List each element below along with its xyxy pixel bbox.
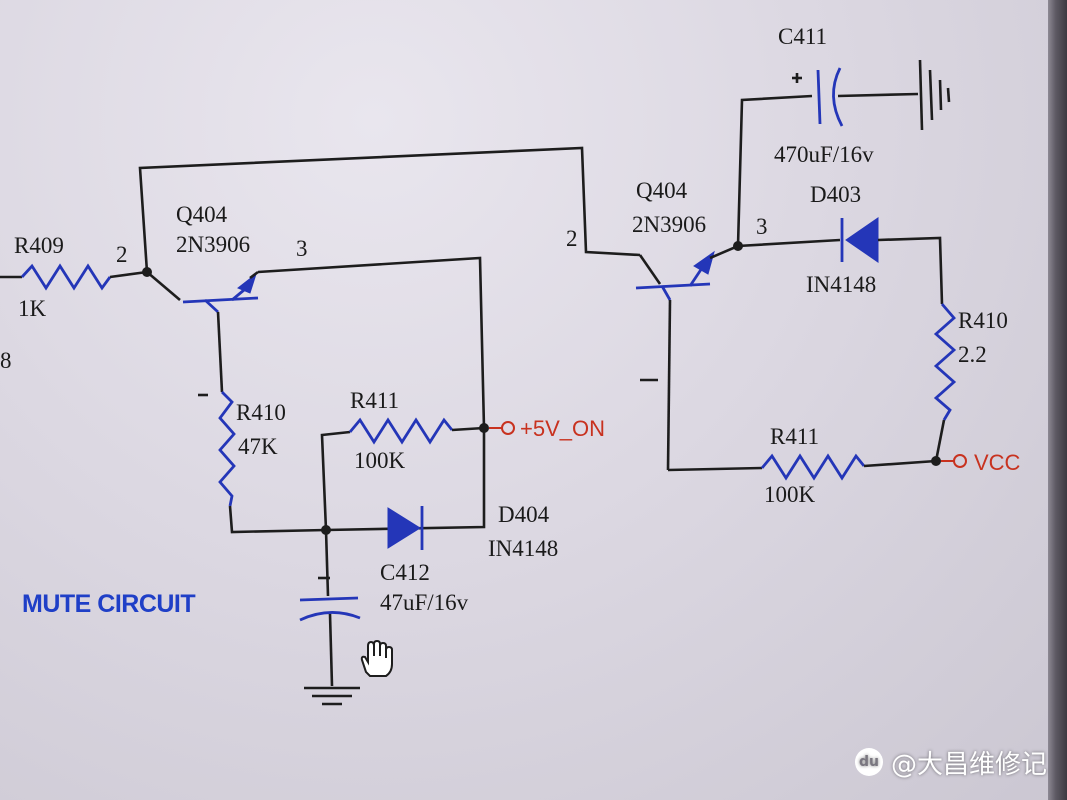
wire-r411-right-out (863, 459, 937, 468)
c411-plate-right (832, 67, 844, 127)
wire-r409-node (109, 270, 148, 279)
wire-c412-ground (328, 613, 334, 687)
ground-right-1 (918, 59, 924, 131)
c412-ref: C412 (380, 560, 430, 585)
ground-right-4 (946, 87, 951, 103)
hand-cursor-icon (360, 639, 393, 677)
q404-right-emitter-lead (660, 285, 672, 301)
r411-right-value: 100K (764, 482, 816, 507)
q404-right-pin-collector: 3 (756, 214, 768, 239)
r410-left-resistor (218, 391, 236, 507)
net-pin-vcc (953, 454, 967, 468)
wire-r410-vcc (934, 419, 946, 462)
net-pin-5v (501, 421, 515, 435)
ground-right-2 (928, 69, 934, 121)
d404-part: IN4148 (488, 536, 558, 561)
c412-plate-bottom (299, 611, 361, 622)
wire-c411 (736, 94, 813, 247)
q404-left-ref: Q404 (176, 202, 228, 227)
c411-plate-left (816, 69, 822, 125)
wire-r411-left (320, 430, 351, 531)
q404-right-ref: Q404 (636, 178, 688, 203)
watermark-logo-icon: du (854, 748, 883, 776)
r410-right-value: 2.2 (958, 342, 987, 367)
wire-top-loop (138, 146, 641, 273)
wire-right-base (638, 254, 662, 285)
net-label-vcc: VCC (974, 450, 1021, 475)
q404-left-pin-base: 2 (116, 242, 128, 267)
wire-c412-top (324, 529, 330, 597)
r410-left-value: 47K (238, 434, 278, 459)
r409-ref: R409 (14, 233, 64, 258)
c411-ref: C411 (778, 24, 827, 49)
watermark-text: @大昌维修记 (890, 749, 1047, 780)
c412-value: 47uF/16v (380, 590, 469, 615)
r411-left-value: 100K (354, 448, 406, 473)
junction-5v (479, 423, 489, 433)
q404-right-base-bar (635, 282, 711, 290)
r411-left-ref: R411 (350, 388, 399, 413)
wire-left-emitter (216, 311, 224, 393)
q404-right-part: 2N3906 (632, 212, 706, 237)
r410-right-ref: R410 (958, 308, 1008, 333)
wire-r411-right (451, 426, 485, 432)
d404-ref: D404 (498, 502, 550, 527)
wire-left-base (146, 271, 181, 301)
right-stage (635, 59, 967, 481)
r411-right-resistor (760, 453, 866, 481)
wire-left-collector (257, 256, 486, 429)
wire-left-c-stub (249, 270, 259, 280)
d403-diode-body (845, 217, 879, 263)
q404-left-emitter-lead (204, 298, 219, 314)
d403-ref: D403 (810, 182, 861, 207)
d403-part: IN4148 (806, 272, 876, 297)
wire-right-emitter (666, 299, 672, 471)
r409-resistor (20, 263, 112, 291)
r411-left-resistor (348, 417, 454, 445)
q404-left-part: 2N3906 (176, 232, 250, 257)
r410-left-ref: R410 (236, 400, 286, 425)
wire-r411-right-in (667, 466, 763, 472)
r410-right-resistor (933, 303, 957, 421)
net-label-5v: +5V_ON (520, 416, 605, 441)
partial-edge-text: 8 (0, 348, 12, 373)
q404-left-base-bar (182, 296, 259, 304)
left-stage (0, 146, 641, 706)
r409-value: 1K (18, 296, 47, 321)
wire-d403-r410 (877, 236, 944, 305)
q404-left-arrow (237, 272, 257, 294)
ground-right-3 (938, 79, 943, 111)
q404-right-arrow (693, 250, 715, 275)
monitor-bezel (1048, 0, 1067, 800)
r411-right-ref: R411 (770, 424, 819, 449)
c412-plate-top (299, 596, 359, 602)
circuit-title: MUTE CIRCUIT (22, 590, 195, 618)
wire-c411-ground (837, 92, 919, 98)
watermark: du @大昌维修记 (854, 742, 1047, 782)
q404-left-pin-collector: 3 (296, 236, 308, 261)
d404-diode-body (387, 507, 421, 549)
wire-right-collector (709, 238, 841, 260)
q404-right-pin-base: 2 (566, 226, 578, 251)
c411-value: 470uF/16v (774, 142, 874, 167)
